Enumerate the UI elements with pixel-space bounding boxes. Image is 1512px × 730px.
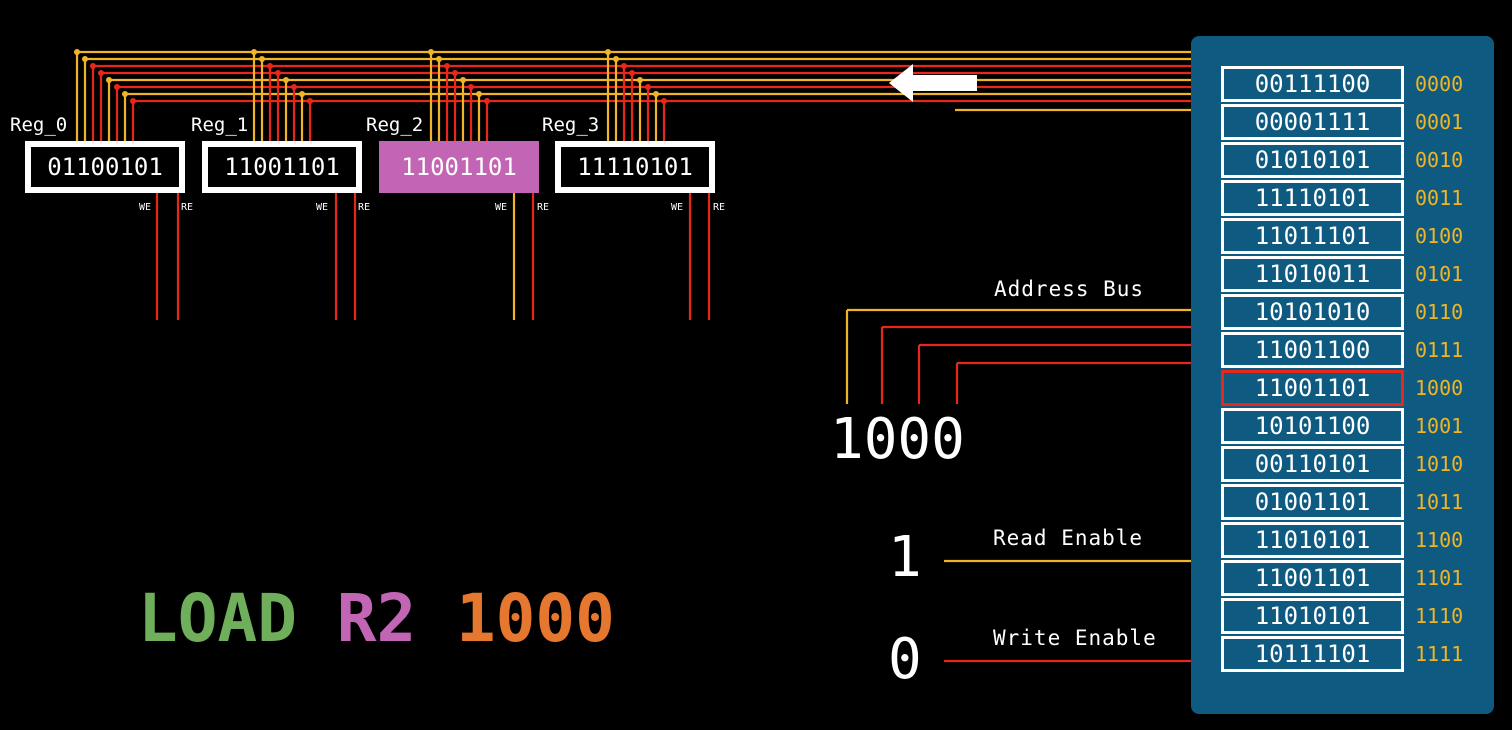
memory-address: 0110 <box>1415 300 1464 324</box>
memory-address: 1001 <box>1415 414 1464 438</box>
register-1-label: Reg_1 <box>191 114 249 136</box>
memory-cell: 11010011 <box>1221 256 1404 292</box>
write-enable-value: 0 <box>888 627 922 692</box>
memory-address: 1110 <box>1415 604 1464 628</box>
memory-address: 1101 <box>1415 566 1464 590</box>
register-0-re-label: RE <box>181 202 194 213</box>
memory-address: 1000 <box>1415 376 1464 400</box>
bus-junction <box>444 63 450 69</box>
memory-cell: 00111100 <box>1221 66 1404 102</box>
bus-junction <box>259 56 265 62</box>
bus-junction <box>629 70 635 76</box>
memory-cell: 01001101 <box>1221 484 1404 520</box>
memory-cell: 11001100 <box>1221 332 1404 368</box>
bus-junction <box>106 77 112 83</box>
memory-address: 1011 <box>1415 490 1464 514</box>
memory-cell: 10101010 <box>1221 294 1404 330</box>
register-3: 11110101 <box>555 141 715 193</box>
memory-cell: 01010101 <box>1221 142 1404 178</box>
bus-junction <box>484 98 490 104</box>
register-3-value: 11110101 <box>561 147 709 187</box>
register-2-re-label: RE <box>537 202 550 213</box>
register-3-we-label: WE <box>671 202 684 213</box>
register-1-re-label: RE <box>358 202 371 213</box>
address-bus-value: 1000 <box>830 407 965 472</box>
instruction-register: R2 <box>336 580 417 657</box>
register-0-label: Reg_0 <box>10 114 68 136</box>
bus-junction <box>661 98 667 104</box>
instruction-opcode: LOAD <box>138 580 297 657</box>
write-enable-label: Write Enable <box>993 626 1157 650</box>
memory-address: 1010 <box>1415 452 1464 476</box>
bus-junction <box>130 98 136 104</box>
register-1-value: 11001101 <box>208 147 356 187</box>
bus-junction <box>90 63 96 69</box>
register-2: 11001101 <box>379 141 539 193</box>
memory-address: 0101 <box>1415 262 1464 286</box>
bus-junction <box>251 49 257 55</box>
bus-junction <box>476 91 482 97</box>
bus-junction <box>267 63 273 69</box>
memory-cell: 00001111 <box>1221 104 1404 140</box>
memory-cell: 11011101 <box>1221 218 1404 254</box>
bus-junction <box>98 70 104 76</box>
register-0-value: 01100101 <box>31 147 179 187</box>
bus-junction <box>645 84 651 90</box>
bus-junction <box>283 77 289 83</box>
bus-junction <box>653 91 659 97</box>
register-2-label: Reg_2 <box>366 114 424 136</box>
memory-address: 0100 <box>1415 224 1464 248</box>
bus-junction <box>122 91 128 97</box>
arrow-left-icon <box>889 64 977 102</box>
memory-cell: 11010101 <box>1221 522 1404 558</box>
bus-junction <box>452 70 458 76</box>
register-0-we-label: WE <box>139 202 152 213</box>
memory-cell: 11110101 <box>1221 180 1404 216</box>
bus-junction <box>436 56 442 62</box>
memory-cell: 10101100 <box>1221 408 1404 444</box>
bus-junction <box>114 84 120 90</box>
bus-junction <box>460 77 466 83</box>
memory-address: 0111 <box>1415 338 1464 362</box>
bus-junction <box>74 49 80 55</box>
bus-junction <box>291 84 297 90</box>
address-bus-label: Address Bus <box>994 277 1145 301</box>
instruction: LOAD R2 1000 <box>138 586 615 652</box>
bus-junction <box>275 70 281 76</box>
memory-cell: 11010101 <box>1221 598 1404 634</box>
bus-junction <box>605 49 611 55</box>
register-3-label: Reg_3 <box>542 114 600 136</box>
memory-cell: 00110101 <box>1221 446 1404 482</box>
memory-address: 1111 <box>1415 642 1464 666</box>
bus-junction <box>621 63 627 69</box>
bus-junction <box>613 56 619 62</box>
read-enable-value: 1 <box>888 525 922 590</box>
bus-junction <box>428 49 434 55</box>
register-3-re-label: RE <box>713 202 726 213</box>
memory-address: 0010 <box>1415 148 1464 172</box>
bus-junction <box>468 84 474 90</box>
register-1-we-label: WE <box>316 202 329 213</box>
instruction-address: 1000 <box>455 580 615 657</box>
memory-cell: 10111101 <box>1221 636 1404 672</box>
memory-address: 0000 <box>1415 72 1464 96</box>
bus-junction <box>299 91 305 97</box>
memory-cell: 11001101 <box>1221 370 1404 406</box>
memory-address: 0001 <box>1415 110 1464 134</box>
memory-cell: 11001101 <box>1221 560 1404 596</box>
memory-address: 0011 <box>1415 186 1464 210</box>
register-2-value: 11001101 <box>385 147 533 187</box>
bus-junction <box>82 56 88 62</box>
register-0: 01100101 <box>25 141 185 193</box>
register-2-we-label: WE <box>495 202 508 213</box>
register-1: 11001101 <box>202 141 362 193</box>
read-enable-label: Read Enable <box>993 526 1144 550</box>
memory-address: 1100 <box>1415 528 1464 552</box>
bus-junction <box>307 98 313 104</box>
bus-junction <box>637 77 643 83</box>
